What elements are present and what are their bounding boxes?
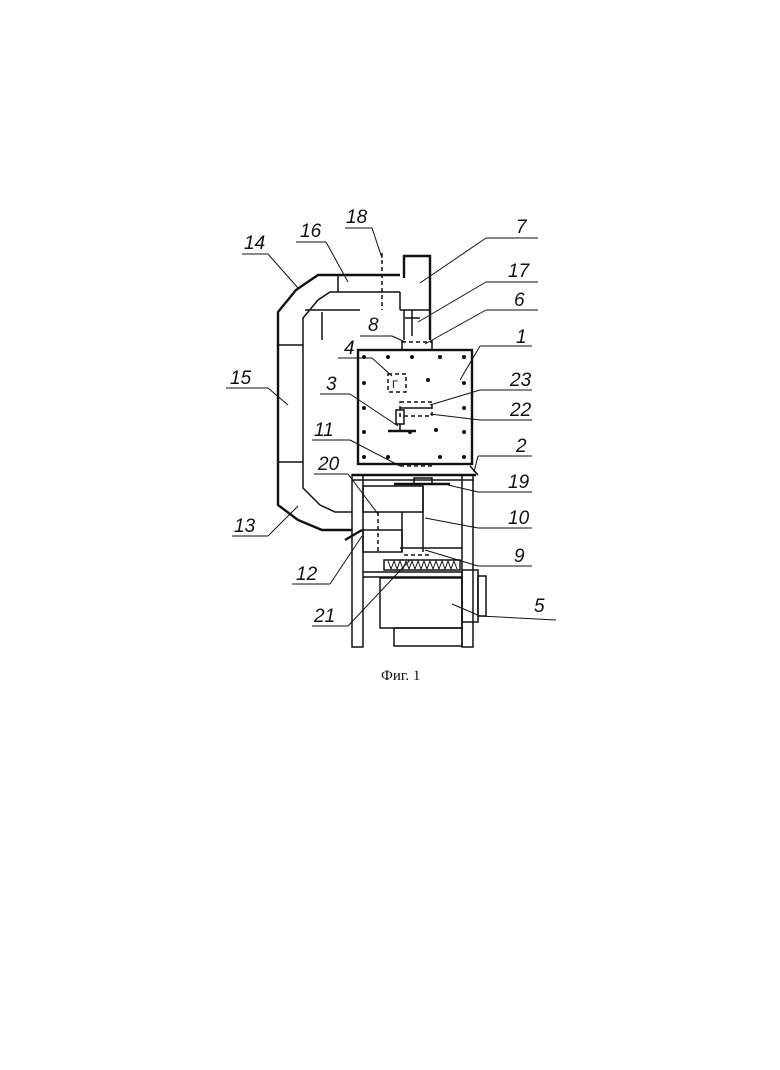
label-8: 8 — [368, 315, 379, 336]
label-13: 13 — [234, 516, 256, 537]
label-3: 3 — [326, 374, 337, 395]
leader-lines — [226, 228, 556, 626]
label-9: 9 — [514, 546, 525, 567]
label-22: 22 — [509, 400, 532, 421]
figure-caption: Фиг. 1 — [381, 668, 420, 684]
label-23: 23 — [509, 370, 532, 391]
label-2: 2 — [515, 436, 527, 457]
label-12: 12 — [296, 564, 318, 585]
label-10: 10 — [508, 508, 530, 529]
label-5: 5 — [534, 596, 545, 617]
label-4: 4 — [344, 338, 355, 359]
frame — [345, 466, 486, 647]
label-21: 21 — [313, 606, 335, 627]
label-19: 19 — [508, 472, 530, 493]
sensor-letter: Г — [392, 379, 398, 391]
label-7: 7 — [516, 217, 528, 238]
label-17: 17 — [508, 261, 531, 282]
label-20: 20 — [317, 454, 340, 475]
label-16: 16 — [300, 221, 322, 242]
return-duct — [278, 253, 400, 530]
label-11: 11 — [314, 420, 334, 441]
chamber: Г — [358, 340, 472, 466]
label-6: 6 — [514, 290, 525, 311]
label-1: 1 — [516, 327, 527, 348]
label-18: 18 — [346, 207, 368, 228]
outlet-pipe — [400, 256, 430, 340]
label-15: 15 — [230, 368, 252, 389]
label-14: 14 — [244, 233, 265, 254]
